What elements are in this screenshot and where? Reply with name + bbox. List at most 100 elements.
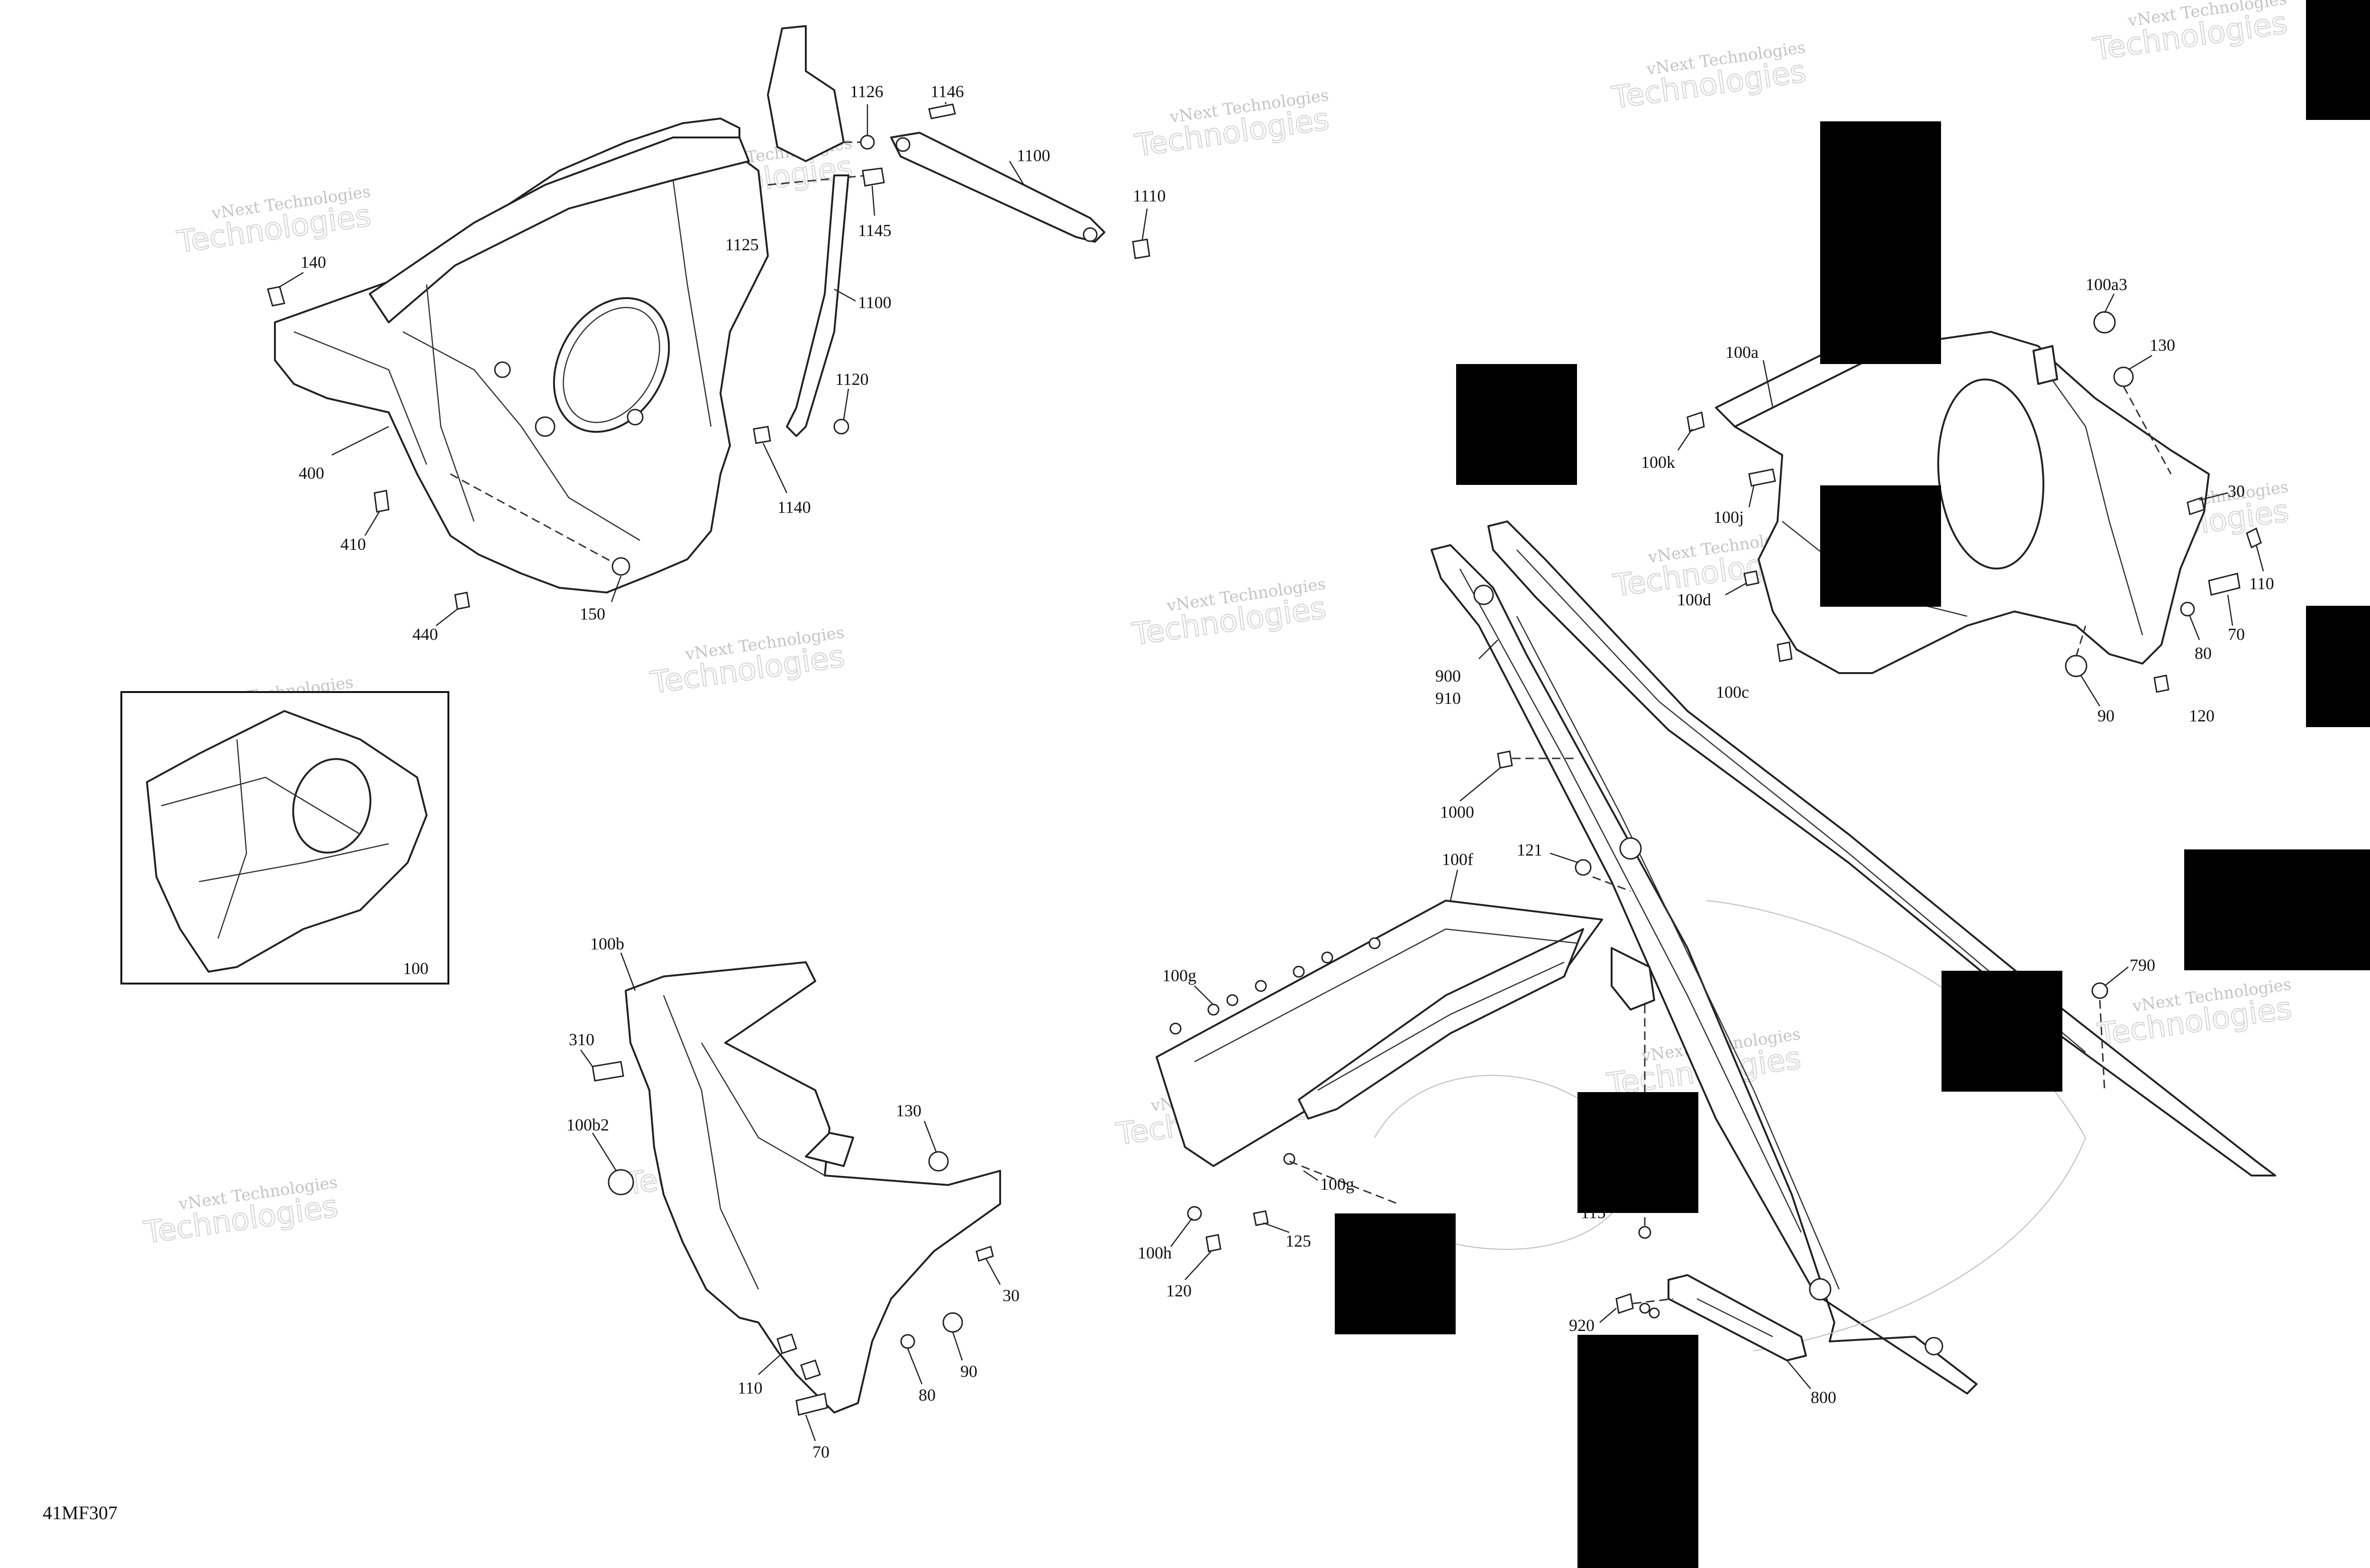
- callout-110: 110: [2249, 574, 2274, 593]
- leader-130: [923, 1121, 937, 1152]
- side-panel-part: [625, 961, 1001, 1413]
- bracket-part: [805, 1132, 854, 1167]
- rail-detail: [1516, 616, 1840, 1290]
- rail-detail: [1516, 549, 2086, 1053]
- leader-100g1: [1194, 985, 1214, 1005]
- callout-100g: 100g: [1320, 1175, 1354, 1194]
- leader-100k: [1677, 428, 1693, 451]
- tie-rod-vertical: [786, 174, 849, 437]
- washer-920b: [1649, 1307, 1660, 1319]
- callout-100a: 100a: [1725, 343, 1759, 362]
- callout-100k: 100k: [1641, 453, 1675, 472]
- bolt-115: [1638, 1226, 1651, 1239]
- washer-30: [975, 1246, 994, 1262]
- rail-pivot: [1619, 837, 1642, 860]
- callout-110: 110: [738, 1378, 763, 1397]
- bolt-120r: [2153, 675, 2169, 693]
- nut-150: [611, 557, 630, 576]
- leader-90: [952, 1331, 963, 1361]
- leader-110r: [2255, 545, 2264, 572]
- washer-920: [1639, 1303, 1650, 1314]
- leader-100a3: [2104, 293, 2115, 313]
- bolt-100k: [1686, 411, 1705, 432]
- redaction-block: [1577, 1335, 1698, 1568]
- callout-1000: 1000: [1440, 802, 1474, 821]
- callout-100h: 100h: [1138, 1243, 1172, 1262]
- inset-detail-line: [199, 843, 389, 883]
- callout-1120: 1120: [835, 370, 869, 389]
- assembly-line: [450, 473, 617, 565]
- tie-rod-end: [1083, 227, 1098, 242]
- callout-121: 121: [1517, 840, 1542, 859]
- callout-400: 400: [299, 464, 324, 483]
- leader-100f: [1449, 869, 1458, 901]
- callout-1126: 1126: [850, 82, 884, 101]
- redaction-block: [1577, 1092, 1698, 1213]
- callout-150: 150: [580, 604, 605, 623]
- bolt-100j: [1748, 468, 1776, 487]
- bolt-110: [776, 1333, 797, 1354]
- plate-800: [1668, 1274, 1807, 1361]
- assembly-line: [2075, 625, 2087, 657]
- rail-pivot: [1809, 1278, 1832, 1301]
- nut-130r: [2113, 366, 2134, 387]
- leader-1140: [762, 443, 788, 493]
- leader-125: [1263, 1222, 1290, 1233]
- assembly-line: [767, 174, 868, 186]
- redaction-block: [1942, 971, 2062, 1092]
- leader-80r: [2189, 616, 2200, 640]
- front-frame-assembly: 1126 1146 1100 1110 1145 1125 1100 1120 …: [267, 25, 1166, 644]
- bolt-110b: [800, 1359, 821, 1380]
- inset-detail-line: [161, 776, 361, 835]
- leader-800: [1787, 1360, 1811, 1389]
- bolt-120b: [1205, 1234, 1221, 1252]
- rail-detail: [1459, 568, 1802, 1233]
- callout-120: 120: [2189, 706, 2215, 725]
- assembly-line: [2099, 1000, 2106, 1091]
- washer-30r: [2187, 497, 2205, 515]
- rail-910: [1487, 520, 2276, 1176]
- front-frame-part: [274, 118, 769, 593]
- callout-910: 910: [1435, 689, 1461, 708]
- floor-panel-detail: [1317, 961, 1565, 1091]
- callout-1110: 1110: [1133, 186, 1166, 205]
- leader-1000: [1459, 767, 1501, 802]
- leader-100g2: [1303, 1170, 1318, 1181]
- inset-overview: 100: [120, 691, 449, 985]
- callout-920: 920: [1569, 1316, 1595, 1335]
- nut-121: [1575, 859, 1592, 876]
- leader-1145: [871, 185, 875, 216]
- callout-100g: 100g: [1162, 966, 1196, 985]
- frame-bolt-hole: [535, 416, 556, 437]
- nut-100a3: [2093, 311, 2116, 334]
- washer-80: [900, 1334, 915, 1349]
- assembly-line: [2123, 386, 2172, 474]
- washer-80r: [2180, 602, 2195, 617]
- figure-code: 41MF307: [43, 1502, 118, 1523]
- inset-label-100: 100: [403, 959, 428, 978]
- top-beam-part: [369, 137, 750, 323]
- tower-100a3: [2033, 345, 2058, 385]
- rear-frame-oval: [1937, 378, 2044, 570]
- redaction-block: [1820, 121, 1941, 364]
- tie-rod-horizontal: [890, 132, 1105, 243]
- long-rails: 900 910: [1374, 520, 2276, 1395]
- callout-100d: 100d: [1677, 590, 1711, 609]
- bolt-1140: [753, 426, 771, 444]
- callout-70: 70: [812, 1442, 830, 1461]
- callout-100c: 100c: [1716, 683, 1749, 702]
- callout-800: 800: [1811, 1388, 1836, 1407]
- frame-bolt-hole: [494, 361, 511, 378]
- frame-detail-line: [293, 331, 428, 465]
- frame-detail-line: [672, 180, 712, 427]
- leader-1100a: [1009, 161, 1025, 185]
- bolt-70: [795, 1393, 828, 1416]
- callout-70: 70: [2228, 625, 2245, 644]
- callout-100b2: 100b2: [566, 1115, 609, 1134]
- redaction-blocks: [1335, 0, 2370, 1568]
- callout-100f: 100f: [1442, 850, 1473, 869]
- leader-100b2: [592, 1132, 617, 1171]
- callout-310: 310: [569, 1030, 594, 1049]
- callout-30: 30: [2228, 482, 2245, 501]
- callout-140: 140: [301, 253, 326, 272]
